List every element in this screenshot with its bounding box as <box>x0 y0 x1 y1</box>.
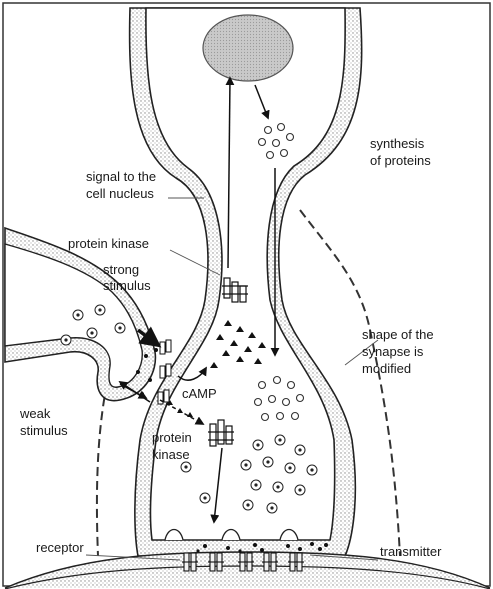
label-shape-of-synapse: shape of the synapse is modified <box>362 327 437 376</box>
label-signal-to-nucleus: signal to the cell nucleus <box>86 169 160 201</box>
label-protein-kinase-top: protein kinase <box>68 236 149 251</box>
label-weak-stimulus: weak stimulus <box>19 406 68 438</box>
cell-nucleus <box>203 15 293 81</box>
label-transmitter: transmitter <box>380 544 442 559</box>
label-strong-stimulus: strong stimulus <box>103 262 151 293</box>
label-camp: cAMP <box>182 386 217 401</box>
label-receptor: receptor <box>36 540 84 555</box>
label-synthesis-of-proteins: synthesis of proteins <box>370 136 431 168</box>
channels-left <box>158 340 171 404</box>
postsynaptic-neuron <box>130 8 362 556</box>
